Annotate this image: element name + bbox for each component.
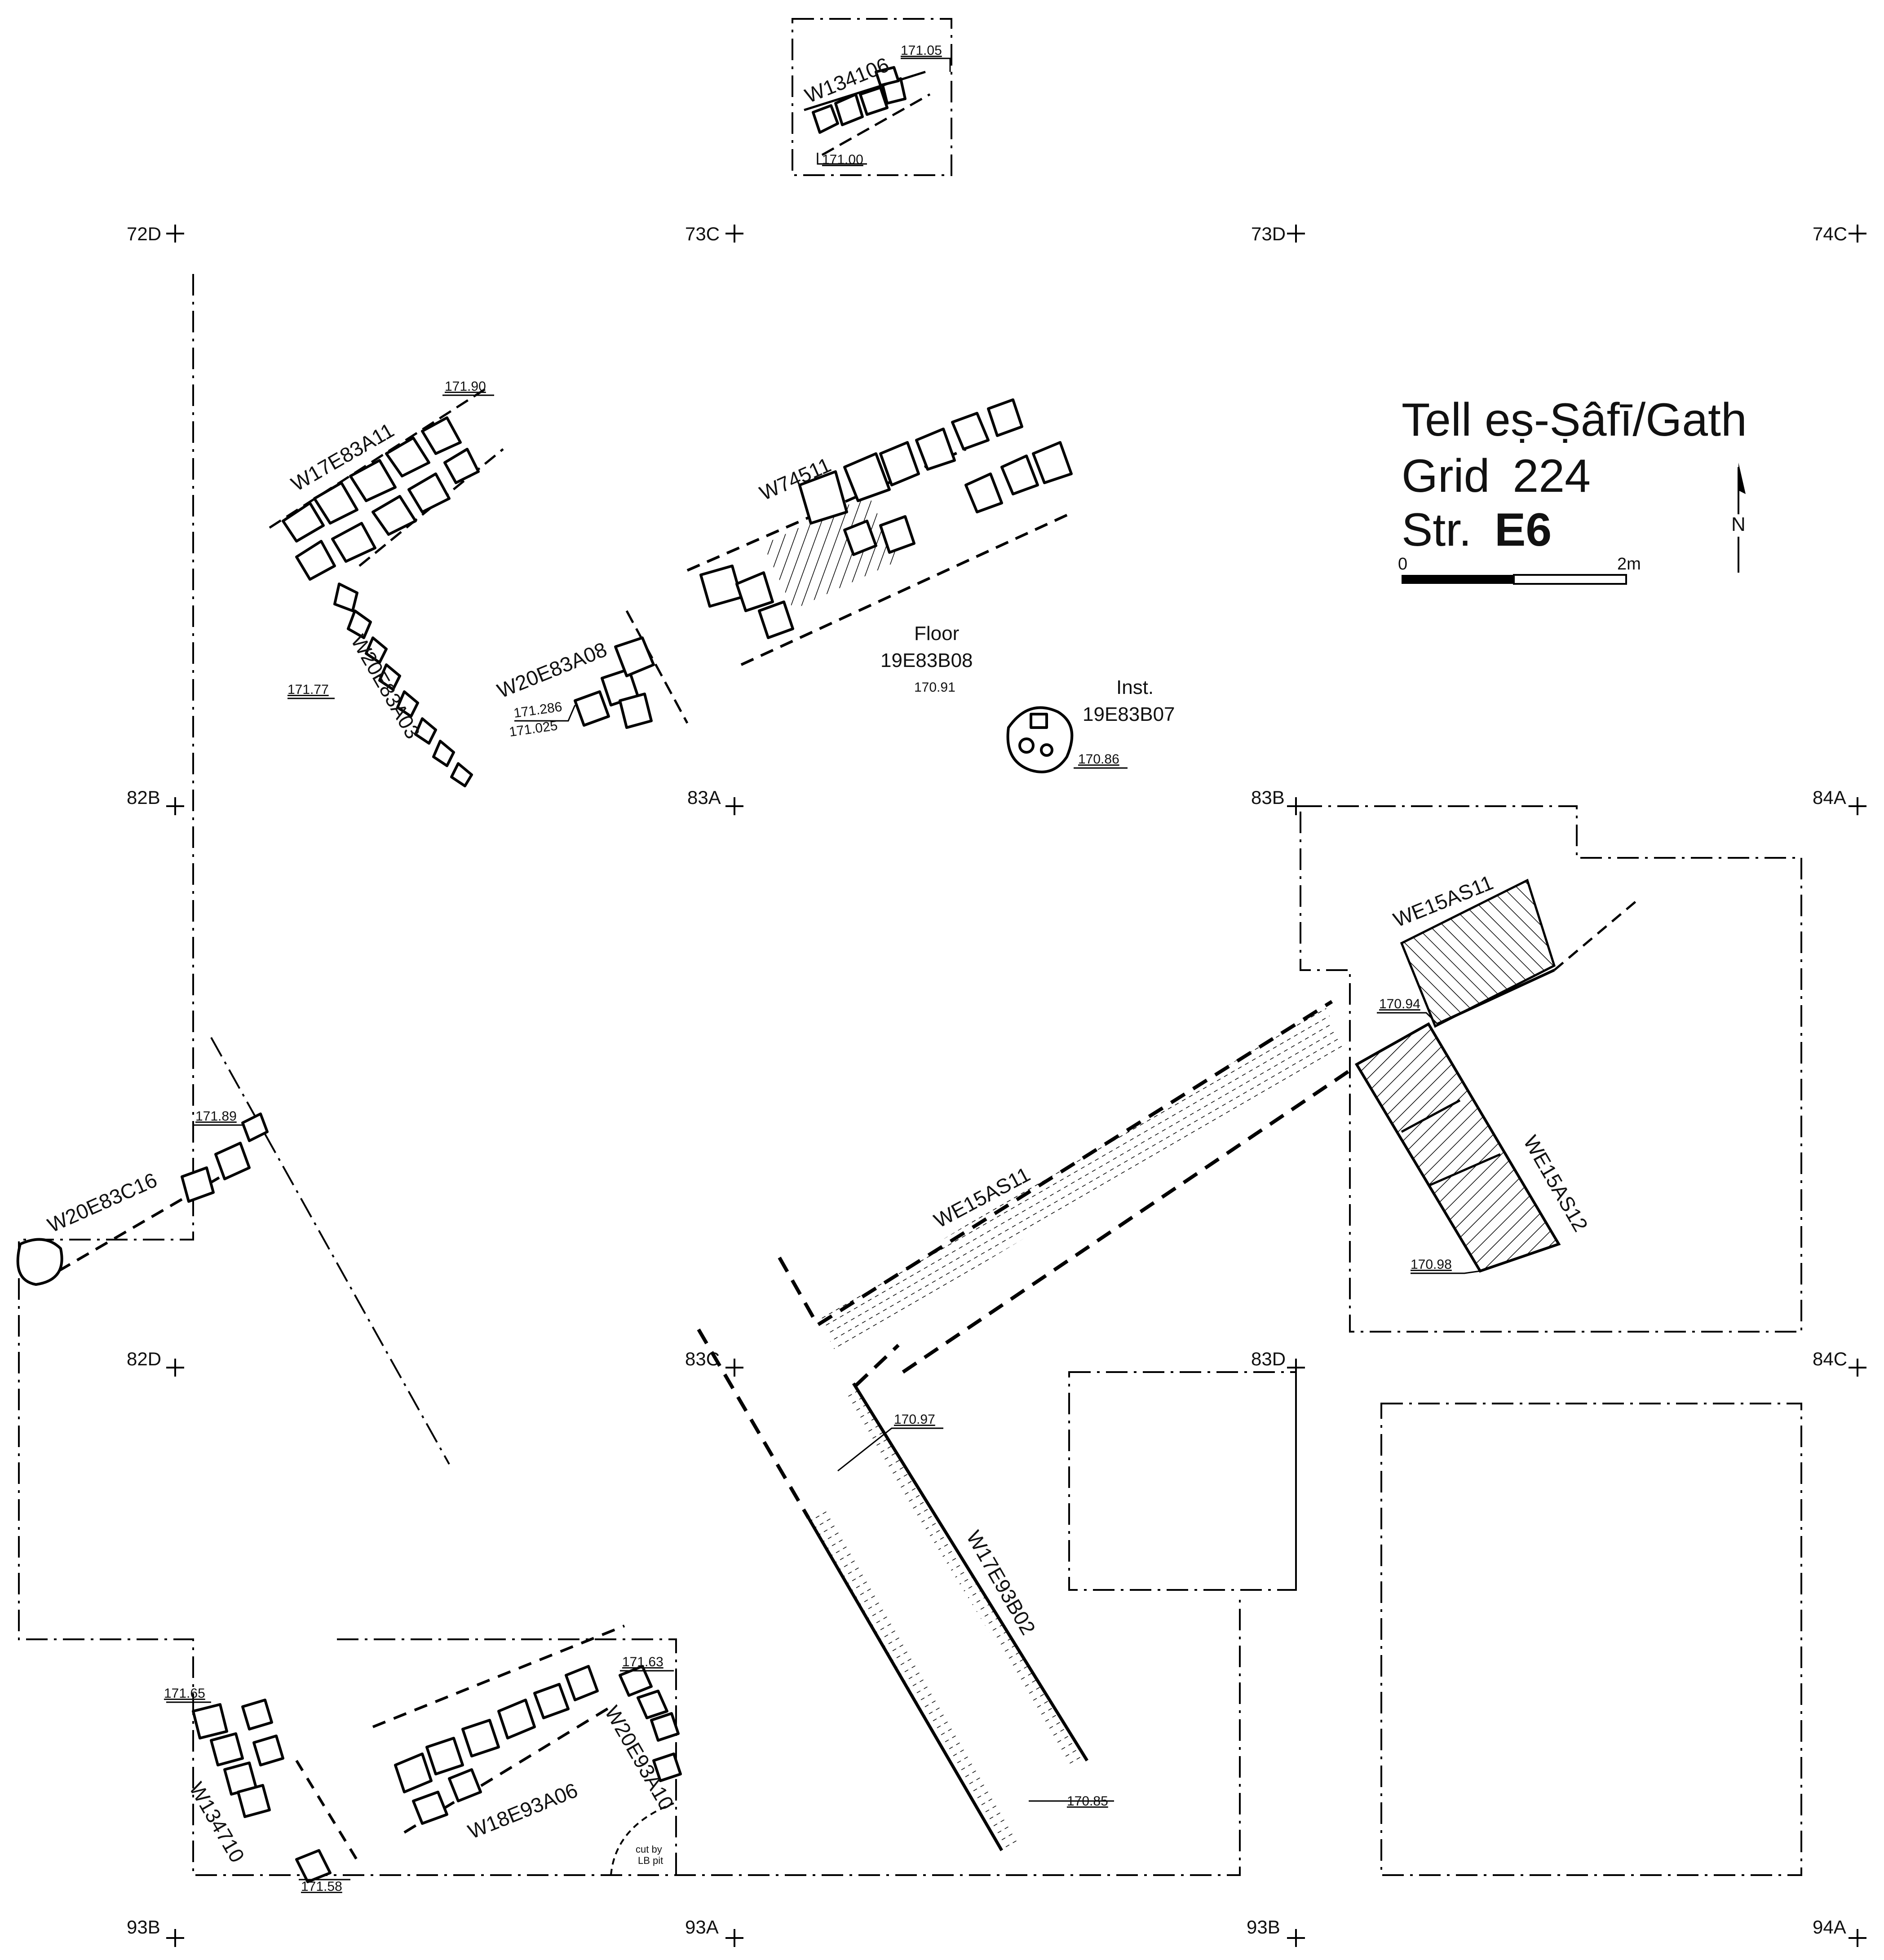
grid-cross-72D [166, 225, 184, 243]
inst-label: Inst. [1116, 676, 1154, 698]
wall-W18E93A06 [372, 1625, 625, 1834]
boundary-square-southeast [1380, 1403, 1802, 1876]
excavation-boundaries [18, 18, 1802, 1876]
grid-label: 83D [1251, 1348, 1286, 1369]
grid-cross-83B [1287, 797, 1305, 815]
scale-start: 0 [1398, 555, 1407, 574]
grid-label: 93B [127, 1916, 160, 1938]
elevation: 171.00 [822, 152, 863, 167]
wall-WE15AS12 [1354, 1022, 1561, 1273]
feature-labels: Floor 19E83B08 Inst. 19E83B07 cut by LB … [636, 622, 1175, 1866]
grid-label: 94A [1813, 1916, 1846, 1938]
grid-number: 224 [1513, 450, 1591, 502]
elevation-labels: 171.05 171.00 171.90 171.77 171.286 171.… [164, 43, 1452, 1894]
elevation: 171.90 [445, 379, 486, 394]
wall-W20E83C16 [16, 1112, 269, 1286]
cut-note-line2: LB pit [638, 1855, 663, 1866]
grid-label: 93A [685, 1916, 719, 1938]
grid-crosses [166, 225, 1866, 1947]
grid-cross-73D [1287, 225, 1305, 243]
inst-code: 19E83B07 [1083, 703, 1175, 725]
grid-cross-83C [725, 1359, 743, 1377]
elevation: 171.65 [164, 1686, 205, 1701]
grid-label: 74C [1813, 223, 1847, 244]
grid-prefix: Grid [1402, 450, 1490, 502]
scale-bar-white [1513, 574, 1627, 585]
elevation: 171.286 [513, 699, 563, 721]
scale-bar-black [1402, 575, 1514, 584]
lb-pit-cut-line [610, 1802, 674, 1876]
grid-cross-83D [1287, 1359, 1305, 1377]
wall-W20E93A10 [610, 1665, 682, 1876]
elevation: 171.58 [301, 1879, 342, 1894]
elevation: 170.86 [1078, 752, 1119, 767]
boundary-west [18, 274, 1241, 1876]
cut-note-line1: cut by [636, 1844, 662, 1855]
boundary-south-trench [337, 1638, 677, 1875]
wall-labels: W134106 W17E83A11 W74511 W20E83A03 W20E8… [44, 53, 1592, 1866]
elevation: 171.89 [195, 1109, 237, 1124]
wall-WE15AS11-long [778, 1000, 1353, 1374]
scale-end: 2m [1617, 555, 1641, 574]
grid-title: Grid 224 [1402, 450, 1591, 502]
grid-cross-82B [166, 797, 184, 815]
wall-W17E93B02 [697, 1328, 1088, 1851]
wall-W134106 [804, 66, 931, 156]
elevation: 170.94 [1379, 997, 1420, 1011]
north-arrow-head-icon [1738, 463, 1746, 494]
grid-label: 82D [127, 1348, 161, 1369]
wall-W20E83A03 [333, 583, 473, 787]
grid-label: 93B [1247, 1916, 1280, 1938]
wall-W17E83A11 [269, 385, 504, 581]
grid-cross-93A [725, 1929, 743, 1947]
grid-label: 84A [1813, 787, 1846, 808]
wall-WE15AS11-northeast [1400, 878, 1641, 1028]
wall-label: W20E83C16 [44, 1168, 160, 1237]
grid-cross-93B-west [166, 1929, 184, 1947]
grid-label: 72D [127, 223, 161, 244]
wall-label: W18E93A06 [464, 1778, 581, 1843]
stratum-code: E6 [1495, 504, 1552, 556]
grid-cross-93B-east [1287, 1929, 1305, 1947]
elevation-leaders [166, 57, 1481, 1881]
grid-cross-82D [166, 1359, 184, 1377]
elevation: 170.97 [894, 1412, 935, 1427]
grid-label: 83A [687, 787, 721, 808]
boundary-square-mid [1068, 1371, 1297, 1591]
elevation: 170.85 [1067, 1794, 1108, 1809]
grid-cross-94A [1849, 1929, 1866, 1947]
site-name: Tell eṣ-Ṣâfī/Gath [1402, 394, 1747, 446]
grid-label: 84C [1813, 1348, 1847, 1369]
grid-cross-73C [725, 225, 743, 243]
boundary-diagonal-west [210, 1037, 450, 1465]
grid-cross-83A [725, 797, 743, 815]
stratum-title: Str. E6 [1402, 504, 1552, 556]
north-arrow: N [1731, 463, 1746, 573]
installation-19E83B07 [1006, 706, 1074, 773]
wall-W20E83A08 [574, 610, 689, 729]
grid-label: 73D [1251, 223, 1286, 244]
grid-label: 82B [127, 787, 160, 808]
grid-label: 83B [1251, 787, 1285, 808]
floor-label: Floor [914, 622, 959, 645]
wall-W134710 [192, 1699, 361, 1883]
grid-cross-84A [1849, 797, 1866, 815]
floor-code: 19E83B08 [880, 649, 973, 671]
elevation: 171.05 [901, 43, 942, 58]
stratum-prefix: Str. [1402, 504, 1472, 556]
wall-W74511 [686, 398, 1075, 666]
elevation: 171.63 [622, 1655, 663, 1669]
elevation: 171.77 [287, 682, 329, 697]
scale-bar: 0 2m [1398, 555, 1641, 585]
north-label: N [1731, 513, 1746, 535]
boundary-top-inset [792, 18, 952, 176]
grid-labels: 72D 73C 73D 74C 82B 83A 83B 84A 82D 83C … [127, 223, 1847, 1938]
grid-cross-84C [1849, 1359, 1866, 1377]
grid-label: 73C [685, 223, 720, 244]
title-block: Tell eṣ-Ṣâfī/Gath Grid 224 Str. E6 0 2m … [1398, 394, 1747, 585]
elevation: 170.98 [1411, 1257, 1452, 1272]
elevation: 170.91 [914, 680, 955, 695]
grid-cross-74C [1849, 225, 1866, 243]
